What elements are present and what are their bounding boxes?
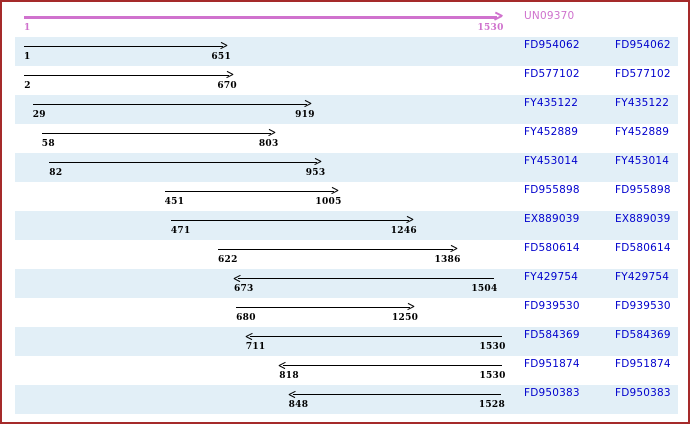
accession-identifier-primary[interactable]: FD577102 <box>524 68 580 80</box>
alignment-arrow-line <box>218 249 453 250</box>
start-coordinate: 2 <box>24 81 31 91</box>
alignment-row[interactable]: 673 1504 FY429754 FY429754 <box>2 269 688 298</box>
start-coordinate: 711 <box>245 342 266 352</box>
row-band <box>15 269 678 298</box>
accession-identifier-primary[interactable]: FY429754 <box>524 271 579 283</box>
accession-identifier-primary[interactable]: FY452889 <box>524 126 579 138</box>
end-coordinate: 953 <box>305 168 326 178</box>
alignment-arrow-line <box>24 75 229 76</box>
accession-identifier-secondary[interactable]: FD950383 <box>615 387 671 399</box>
alignment-row[interactable]: 82 953 FY453014 FY453014 <box>2 153 688 182</box>
accession-identifier-primary[interactable]: FD955898 <box>524 184 580 196</box>
accession-identifier-primary[interactable]: FD950383 <box>524 387 580 399</box>
start-coordinate: 622 <box>218 255 238 265</box>
accession-identifier-primary[interactable]: FD580614 <box>524 242 580 254</box>
accession-identifier-secondary[interactable]: FD584369 <box>615 329 671 341</box>
alignment-row[interactable]: 29 919 FY435122 FY435122 <box>2 95 688 124</box>
start-coordinate: 471 <box>170 226 191 236</box>
alignment-row[interactable]: 818 1530 FD951874 FD951874 <box>2 356 688 385</box>
alignment-arrow-line <box>49 162 318 163</box>
alignment-arrow-line <box>32 104 307 105</box>
accession-identifier-secondary[interactable]: FD951874 <box>615 358 671 370</box>
row-band <box>15 153 678 182</box>
accession-identifier-secondary[interactable]: FD577102 <box>615 68 671 80</box>
accession-identifier-secondary[interactable]: FY452889 <box>615 126 670 138</box>
accession-identifier-secondary[interactable]: FY453014 <box>615 155 670 167</box>
end-coordinate: 1246 <box>390 226 417 236</box>
alignment-arrow-line <box>283 365 502 366</box>
start-coordinate: 1 <box>24 52 31 62</box>
start-coordinate: 848 <box>288 400 309 410</box>
accession-identifier-secondary[interactable]: FD580614 <box>615 242 671 254</box>
start-coordinate: 673 <box>233 284 254 294</box>
alignment-arrow-line <box>164 191 334 192</box>
accession-identifier-secondary[interactable]: FD939530 <box>615 300 671 312</box>
end-coordinate: 651 <box>211 52 232 62</box>
accession-identifier-secondary[interactable]: FY435122 <box>615 97 670 109</box>
alignment-arrow-line <box>236 307 411 308</box>
start-coordinate: 58 <box>41 139 55 149</box>
end-coordinate: 1005 <box>315 197 342 207</box>
end-coordinate: 1530 <box>479 371 506 381</box>
reference-start-coordinate: 1 <box>24 23 31 33</box>
alignment-arrow-line <box>24 46 224 47</box>
start-coordinate: 451 <box>164 197 185 207</box>
accession-identifier-primary[interactable]: FD954062 <box>524 39 580 51</box>
alignment-arrow-line <box>170 220 409 221</box>
alignment-row[interactable]: 1 651 FD954062 FD954062 <box>2 37 688 66</box>
alignment-row[interactable]: 622 1386 FD580614 FD580614 <box>2 240 688 269</box>
alignment-row[interactable]: 711 1530 FD584369 FD584369 <box>2 327 688 356</box>
row-band <box>15 95 678 124</box>
accession-identifier-primary[interactable]: EX889039 <box>524 213 580 225</box>
start-coordinate: 29 <box>32 110 46 120</box>
start-coordinate: 680 <box>236 313 256 323</box>
end-coordinate: 803 <box>258 139 279 149</box>
accession-identifier-secondary[interactable]: FD954062 <box>615 39 671 51</box>
reference-track[interactable]: 1 1530 UN09370 <box>2 8 688 37</box>
alignment-row[interactable]: 471 1246 EX889039 EX889039 <box>2 211 688 240</box>
row-band <box>15 385 678 414</box>
reference-arrow-line <box>24 16 497 19</box>
alignment-row[interactable]: 680 1250 FD939530 FD939530 <box>2 298 688 327</box>
accession-identifier-primary[interactable]: FY453014 <box>524 155 579 167</box>
start-coordinate: 82 <box>49 168 63 178</box>
alignment-row[interactable]: 2 670 FD577102 FD577102 <box>2 66 688 95</box>
alignment-row[interactable]: 58 803 FY452889 FY452889 <box>2 124 688 153</box>
accession-identifier-primary[interactable]: FD939530 <box>524 300 580 312</box>
row-band <box>15 211 678 240</box>
row-band <box>15 37 678 66</box>
end-coordinate: 1528 <box>478 400 506 410</box>
alignment-arrow-line <box>41 133 271 134</box>
accession-identifier-primary[interactable]: FD951874 <box>524 358 580 370</box>
reference-end-coordinate: 1530 <box>477 23 504 33</box>
end-coordinate: 1386 <box>434 255 461 265</box>
end-coordinate: 670 <box>217 81 237 91</box>
accession-identifier-secondary[interactable]: FY429754 <box>615 271 670 283</box>
accession-identifier-primary[interactable]: FY435122 <box>524 97 579 109</box>
alignment-arrow-line <box>292 394 502 395</box>
alignment-row[interactable]: 848 1528 FD950383 FD950383 <box>2 385 688 414</box>
alignment-row[interactable]: 451 1005 FD955898 FD955898 <box>2 182 688 211</box>
alignment-arrow-line <box>237 278 494 279</box>
row-band <box>15 327 678 356</box>
accession-identifier-secondary[interactable]: EX889039 <box>615 213 671 225</box>
accession-identifier-secondary[interactable]: FD955898 <box>615 184 671 196</box>
alignment-arrow-line <box>249 336 502 337</box>
start-coordinate: 818 <box>279 371 299 381</box>
end-coordinate: 1530 <box>479 342 506 352</box>
end-coordinate: 919 <box>295 110 315 120</box>
end-coordinate: 1504 <box>471 284 498 294</box>
end-coordinate: 1250 <box>391 313 419 323</box>
accession-identifier-primary[interactable]: FD584369 <box>524 329 580 341</box>
reference-identifier[interactable]: UN09370 <box>524 10 575 22</box>
